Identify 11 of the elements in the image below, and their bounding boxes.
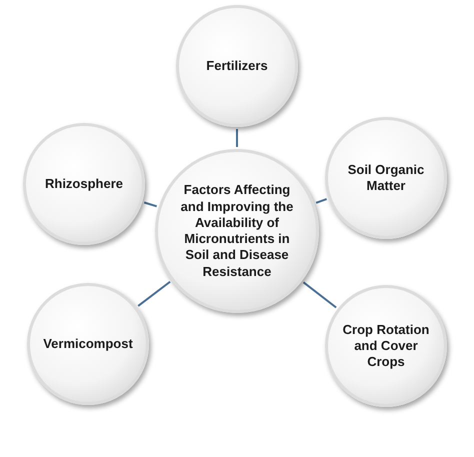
connector-line	[144, 202, 157, 208]
node-label: Vermicompost	[43, 336, 133, 352]
node-label: Rhizosphere	[44, 176, 123, 192]
connector-line	[316, 198, 327, 204]
node-label: Crop Rotation and Cover Crops	[342, 322, 430, 370]
connector-line	[138, 280, 171, 307]
node-label: Factors Affecting and Improving the Availability of Micronutrients in Soil and Disease Resistance	[180, 182, 294, 280]
connector-line	[236, 129, 238, 147]
node-label: Fertilizers	[206, 58, 268, 74]
node-label: Soil Organic Matter	[346, 162, 426, 194]
connector-line	[302, 282, 337, 308]
